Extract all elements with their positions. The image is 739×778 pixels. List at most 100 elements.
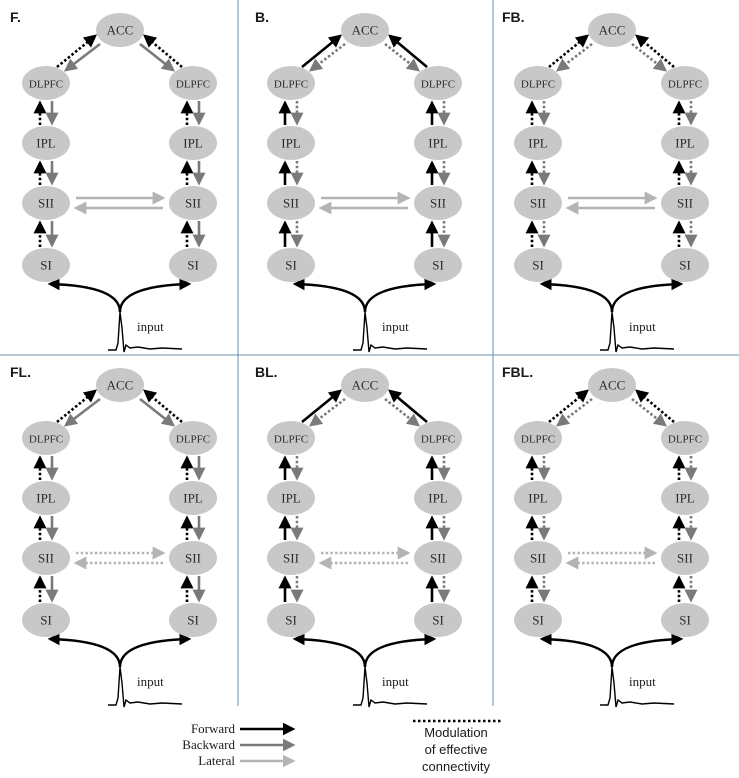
- dlpfc-right-node-shape: [661, 421, 709, 455]
- si-right-node: SI: [169, 248, 217, 282]
- sii-left-node-label: SII: [530, 551, 546, 566]
- backward-acc-dlpfc-left: [555, 42, 593, 72]
- acc-node: ACC: [96, 13, 144, 47]
- dlpfc-left-node: DLPFC: [267, 421, 315, 455]
- dlpfc-right-node-shape: [661, 66, 709, 100]
- si-left-node: SI: [267, 603, 315, 637]
- ipl-left-node-label: IPL: [528, 491, 548, 506]
- dlpfc-right-node: DLPFC: [169, 421, 217, 455]
- ipl-right-node-label: IPL: [428, 136, 448, 151]
- backward-acc-dlpfc-left: [63, 42, 101, 72]
- forward-dlpfc-acc-left: [548, 34, 590, 69]
- input-waveform: [108, 666, 183, 708]
- si-right-node-label: SI: [432, 258, 444, 273]
- acc-node-shape: [588, 368, 636, 402]
- acc-node: ACC: [341, 13, 389, 47]
- ipl-right-node: IPL: [661, 481, 709, 515]
- legend-modulation-label-1: Modulation: [424, 725, 488, 740]
- sii-left-node-shape: [267, 186, 315, 220]
- backward-acc-dlpfc-right: [139, 42, 176, 72]
- si-left-node-shape: [514, 603, 562, 637]
- sii-left-node: SII: [22, 186, 70, 220]
- ipl-right-node-label: IPL: [183, 491, 203, 506]
- sii-right-node-label: SII: [185, 551, 201, 566]
- si-right-node-shape: [414, 248, 462, 282]
- si-left-node-shape: [22, 248, 70, 282]
- sii-left-node: SII: [514, 541, 562, 575]
- sii-left-node-shape: [514, 541, 562, 575]
- si-left-node-shape: [514, 248, 562, 282]
- acc-node-label: ACC: [107, 23, 134, 38]
- input-label: input: [137, 319, 164, 334]
- input-waveform: [353, 311, 428, 353]
- acc-node-shape: [341, 13, 389, 47]
- sii-left-node-label: SII: [283, 551, 299, 566]
- sii-right-node-label: SII: [185, 196, 201, 211]
- dlpfc-right-node: DLPFC: [414, 66, 462, 100]
- forward-dlpfc-acc-left: [56, 389, 98, 424]
- forward-dlpfc-acc-left: [301, 389, 343, 424]
- sii-left-node: SII: [514, 186, 562, 220]
- ipl-right-node: IPL: [414, 126, 462, 160]
- ipl-left-node-label: IPL: [528, 136, 548, 151]
- dlpfc-right-node-shape: [169, 421, 217, 455]
- acc-node-shape: [588, 13, 636, 47]
- si-left-node-label: SI: [285, 613, 297, 628]
- ipl-right-node-label: IPL: [675, 491, 695, 506]
- si-right-node-label: SI: [432, 613, 444, 628]
- sii-left-node-shape: [267, 541, 315, 575]
- panel-label: BL.: [255, 364, 278, 380]
- ipl-left-node-shape: [22, 126, 70, 160]
- ipl-left-node: IPL: [22, 126, 70, 160]
- input-arrow-left: [47, 278, 122, 313]
- dlpfc-left-node: DLPFC: [514, 421, 562, 455]
- dlpfc-left-node-shape: [514, 66, 562, 100]
- dlpfc-right-node: DLPFC: [661, 66, 709, 100]
- si-right-node-label: SI: [187, 613, 199, 628]
- forward-dlpfc-acc-right: [143, 34, 183, 68]
- si-right-node-label: SI: [679, 613, 691, 628]
- ipl-left-node-shape: [514, 481, 562, 515]
- backward-acc-dlpfc-right: [384, 397, 421, 427]
- dlpfc-left-node-label: DLPFC: [521, 79, 555, 91]
- acc-node-label: ACC: [352, 23, 379, 38]
- sii-left-node-shape: [514, 186, 562, 220]
- sii-left-node: SII: [267, 541, 315, 575]
- panel-label: B.: [255, 9, 269, 25]
- si-left-node-label: SI: [40, 613, 52, 628]
- si-left-node-shape: [22, 603, 70, 637]
- si-left-node-label: SI: [532, 613, 544, 628]
- backward-acc-dlpfc-left: [63, 397, 101, 427]
- legend-modulation-label-3: connectivity: [422, 759, 490, 774]
- sii-left-node-label: SII: [38, 551, 54, 566]
- dlpfc-left-node-shape: [22, 421, 70, 455]
- sii-right-node-label: SII: [430, 196, 446, 211]
- si-right-node: SI: [414, 603, 462, 637]
- input-label: input: [629, 674, 656, 689]
- dlpfc-left-node-shape: [267, 421, 315, 455]
- ipl-right-node-label: IPL: [675, 136, 695, 151]
- acc-node-label: ACC: [107, 378, 134, 393]
- sii-right-node: SII: [169, 186, 217, 220]
- forward-dlpfc-acc-left: [56, 34, 98, 69]
- ipl-left-node-label: IPL: [281, 491, 301, 506]
- acc-node-label: ACC: [352, 378, 379, 393]
- sii-right-node-shape: [661, 541, 709, 575]
- backward-acc-dlpfc-right: [631, 42, 668, 72]
- backward-acc-dlpfc-left: [308, 397, 346, 427]
- input-waveform: [600, 666, 675, 708]
- sii-right-node-shape: [169, 186, 217, 220]
- sii-right-node-label: SII: [677, 196, 693, 211]
- input-waveform: [108, 311, 183, 353]
- ipl-left-node: IPL: [267, 481, 315, 515]
- dlpfc-left-node: DLPFC: [22, 66, 70, 100]
- backward-acc-dlpfc-right: [631, 397, 668, 427]
- si-left-node-label: SI: [532, 258, 544, 273]
- sii-right-node: SII: [169, 541, 217, 575]
- si-right-node-label: SI: [187, 258, 199, 273]
- sii-left-node-label: SII: [283, 196, 299, 211]
- dlpfc-left-node-shape: [22, 66, 70, 100]
- acc-node-shape: [96, 13, 144, 47]
